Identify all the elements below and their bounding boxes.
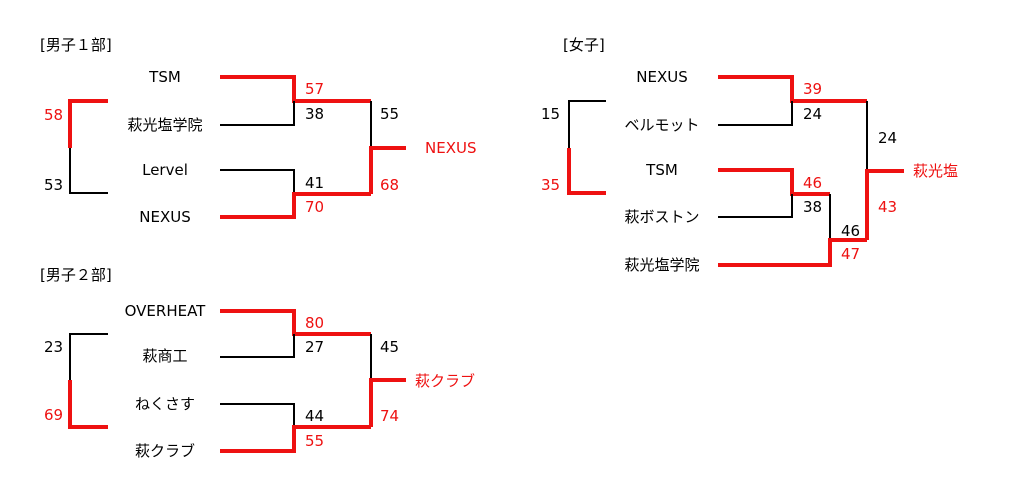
score: 45 bbox=[380, 338, 399, 356]
bracket-line-winner bbox=[220, 425, 371, 453]
team-label: 萩光塩学院 bbox=[624, 256, 699, 274]
team-label: TSM bbox=[645, 161, 678, 179]
score: 24 bbox=[803, 105, 822, 123]
team-label: OVERHEAT bbox=[125, 302, 207, 320]
score: 41 bbox=[305, 174, 324, 192]
team-label: 萩光塩学院 bbox=[127, 116, 202, 134]
score: 43 bbox=[878, 198, 897, 216]
score: 44 bbox=[305, 407, 324, 425]
champion-label: 萩クラブ bbox=[415, 372, 475, 390]
team-label: 萩クラブ bbox=[135, 442, 195, 460]
score: 47 bbox=[841, 245, 860, 263]
team-label: NEXUS bbox=[139, 208, 190, 226]
bracket-line bbox=[718, 101, 793, 126]
bracket-line-winner bbox=[68, 99, 108, 148]
score: 69 bbox=[44, 406, 63, 424]
team-label: ベルモット bbox=[624, 116, 699, 134]
bracket-line-winner bbox=[718, 75, 867, 103]
bracket-women: [女子] NEXUS ベルモット TSM 萩ボストン 萩光塩学院 15 35 3… bbox=[541, 36, 958, 274]
score: 55 bbox=[380, 105, 399, 123]
score: 38 bbox=[803, 198, 822, 216]
score: 70 bbox=[305, 198, 324, 216]
bracket-line-winner bbox=[68, 380, 108, 429]
bracket-line-winner bbox=[369, 146, 406, 194]
score: 39 bbox=[803, 80, 822, 98]
bracket-line-winner bbox=[220, 75, 371, 103]
bracket-line bbox=[69, 333, 108, 380]
heading-men-div2: [男子２部] bbox=[40, 266, 112, 284]
champion-label: 萩光塩 bbox=[913, 162, 958, 180]
bracket-line-winner bbox=[369, 378, 406, 427]
score: 27 bbox=[305, 338, 324, 356]
team-label: 萩商工 bbox=[142, 347, 187, 365]
bracket-men-div1: [男子１部] TSM 萩光塩学院 Lervel NEXUS 58 53 57 3… bbox=[40, 36, 476, 226]
bracket-line bbox=[220, 101, 295, 126]
bracket-line-winner bbox=[220, 309, 371, 336]
team-label: Lervel bbox=[142, 161, 188, 179]
score: 74 bbox=[380, 407, 399, 425]
score: 46 bbox=[803, 174, 822, 192]
bracket-line bbox=[220, 169, 295, 194]
heading-women: [女子] bbox=[563, 36, 605, 54]
score: 23 bbox=[44, 338, 63, 356]
bracket-line-winner bbox=[220, 192, 371, 219]
bracket-line bbox=[69, 148, 108, 194]
bracket-line bbox=[220, 334, 295, 358]
score: 55 bbox=[305, 432, 324, 450]
score: 24 bbox=[878, 129, 897, 147]
score: 80 bbox=[305, 314, 324, 332]
champion-label: NEXUS bbox=[425, 139, 476, 157]
score: 46 bbox=[841, 222, 860, 240]
score: 57 bbox=[305, 80, 324, 98]
bracket-line-winner bbox=[865, 169, 904, 240]
team-label: NEXUS bbox=[636, 68, 687, 86]
team-label: ねくさす bbox=[135, 395, 195, 413]
score: 68 bbox=[380, 176, 399, 194]
team-label: TSM bbox=[148, 68, 181, 86]
bracket-line-winner bbox=[718, 238, 867, 267]
score: 58 bbox=[44, 106, 63, 124]
bracket-line bbox=[220, 403, 295, 427]
bracket-line bbox=[718, 194, 793, 218]
bracket-line bbox=[568, 100, 606, 148]
score: 15 bbox=[541, 105, 560, 123]
heading-men-div1: [男子１部] bbox=[40, 36, 112, 54]
score: 38 bbox=[305, 105, 324, 123]
bracket-line-winner bbox=[567, 148, 606, 195]
score: 53 bbox=[44, 176, 63, 194]
bracket-line-winner bbox=[718, 168, 830, 196]
team-label: 萩ボストン bbox=[624, 208, 699, 226]
score: 35 bbox=[541, 176, 560, 194]
bracket-men-div2: [男子２部] OVERHEAT 萩商工 ねくさす 萩クラブ 23 69 80 2… bbox=[40, 266, 475, 460]
